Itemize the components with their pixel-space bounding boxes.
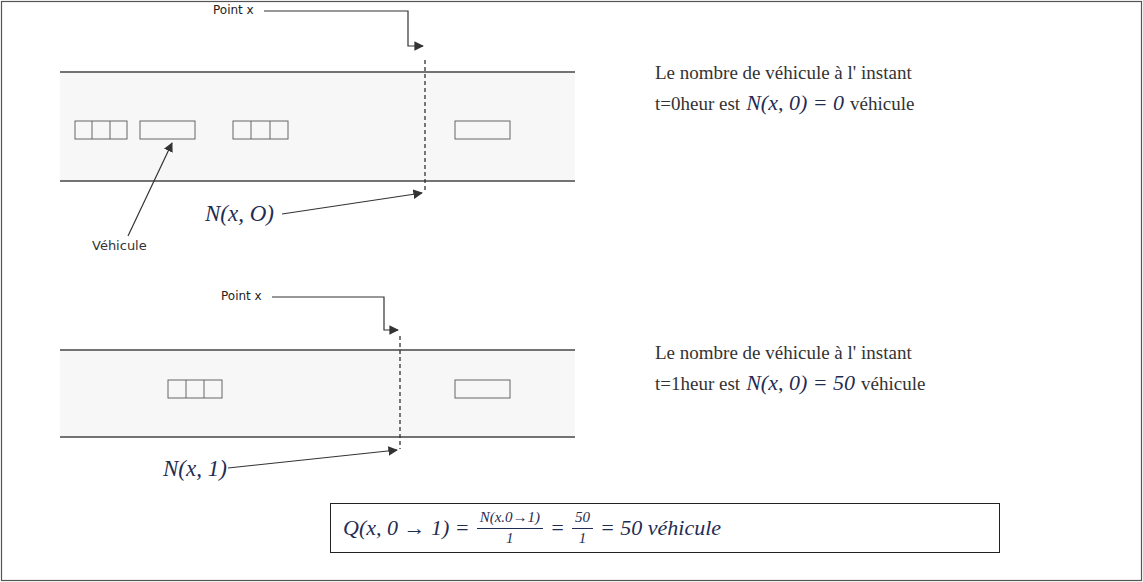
point-label: Point x: [221, 289, 262, 303]
fraction: N(x.0→1)1: [477, 509, 543, 547]
text-line: N(x, 1): [163, 456, 227, 482]
text-line: Le nombre de véhicule à l' instant: [655, 342, 912, 364]
text-line: t=1heur est N(x, 0) = 50 véhicule: [655, 370, 925, 396]
counting-line: [399, 336, 400, 449]
leader-line: [282, 193, 422, 214]
vehicle-label: Véhicule: [92, 238, 147, 253]
road-top: [60, 72, 575, 181]
leader-line: [272, 297, 398, 330]
leader-line: [228, 450, 397, 468]
description-text: t=1heur est: [655, 373, 740, 395]
text-line: Le nombre de véhicule à l' instant: [655, 62, 912, 84]
formula-box: Q(x, 0 → 1) =N(x.0→1)1=501= 50 véhicule: [330, 503, 1000, 553]
leader-line: [264, 11, 423, 46]
vehicles-top: [75, 121, 510, 139]
text-line: Point x: [221, 289, 262, 303]
numerator: 50: [572, 509, 593, 528]
point-label: Point x: [213, 3, 254, 17]
count-label: N(x, O): [205, 201, 274, 227]
description-text: véhicule: [850, 93, 914, 115]
description-text: véhicule: [861, 373, 925, 395]
text-line: N(x, O): [205, 201, 274, 227]
denominator: 1: [576, 529, 590, 547]
text-line: t=0heur est N(x, 0) = 0 véhicule: [655, 90, 914, 116]
text-line: Véhicule: [92, 238, 147, 253]
road-surface: [60, 73, 575, 180]
count-formula: N(x, 0) = 50: [746, 370, 855, 396]
counting-line: [424, 60, 425, 193]
road-bottom: [60, 350, 575, 437]
count-formula: N(x, 0) = 0: [746, 90, 844, 116]
count-label: N(x, 1): [163, 456, 227, 482]
denominator: 1: [503, 529, 517, 547]
description-text: t=0heur est: [655, 93, 740, 115]
road-surface: [60, 351, 575, 436]
description-text: Le nombre de véhicule à l' instant: [655, 62, 912, 84]
text-line: Point x: [213, 3, 254, 17]
fraction: 501: [572, 509, 593, 547]
numerator: N(x.0→1): [477, 509, 543, 528]
vehicles-bottom: [168, 380, 510, 398]
formula-text: =: [550, 515, 565, 541]
leader-line: [128, 143, 172, 236]
formula-text: Q(x, 0 → 1) =: [343, 515, 470, 541]
formula-text: = 50 véhicule: [600, 515, 721, 541]
description-text: Le nombre de véhicule à l' instant: [655, 342, 912, 364]
